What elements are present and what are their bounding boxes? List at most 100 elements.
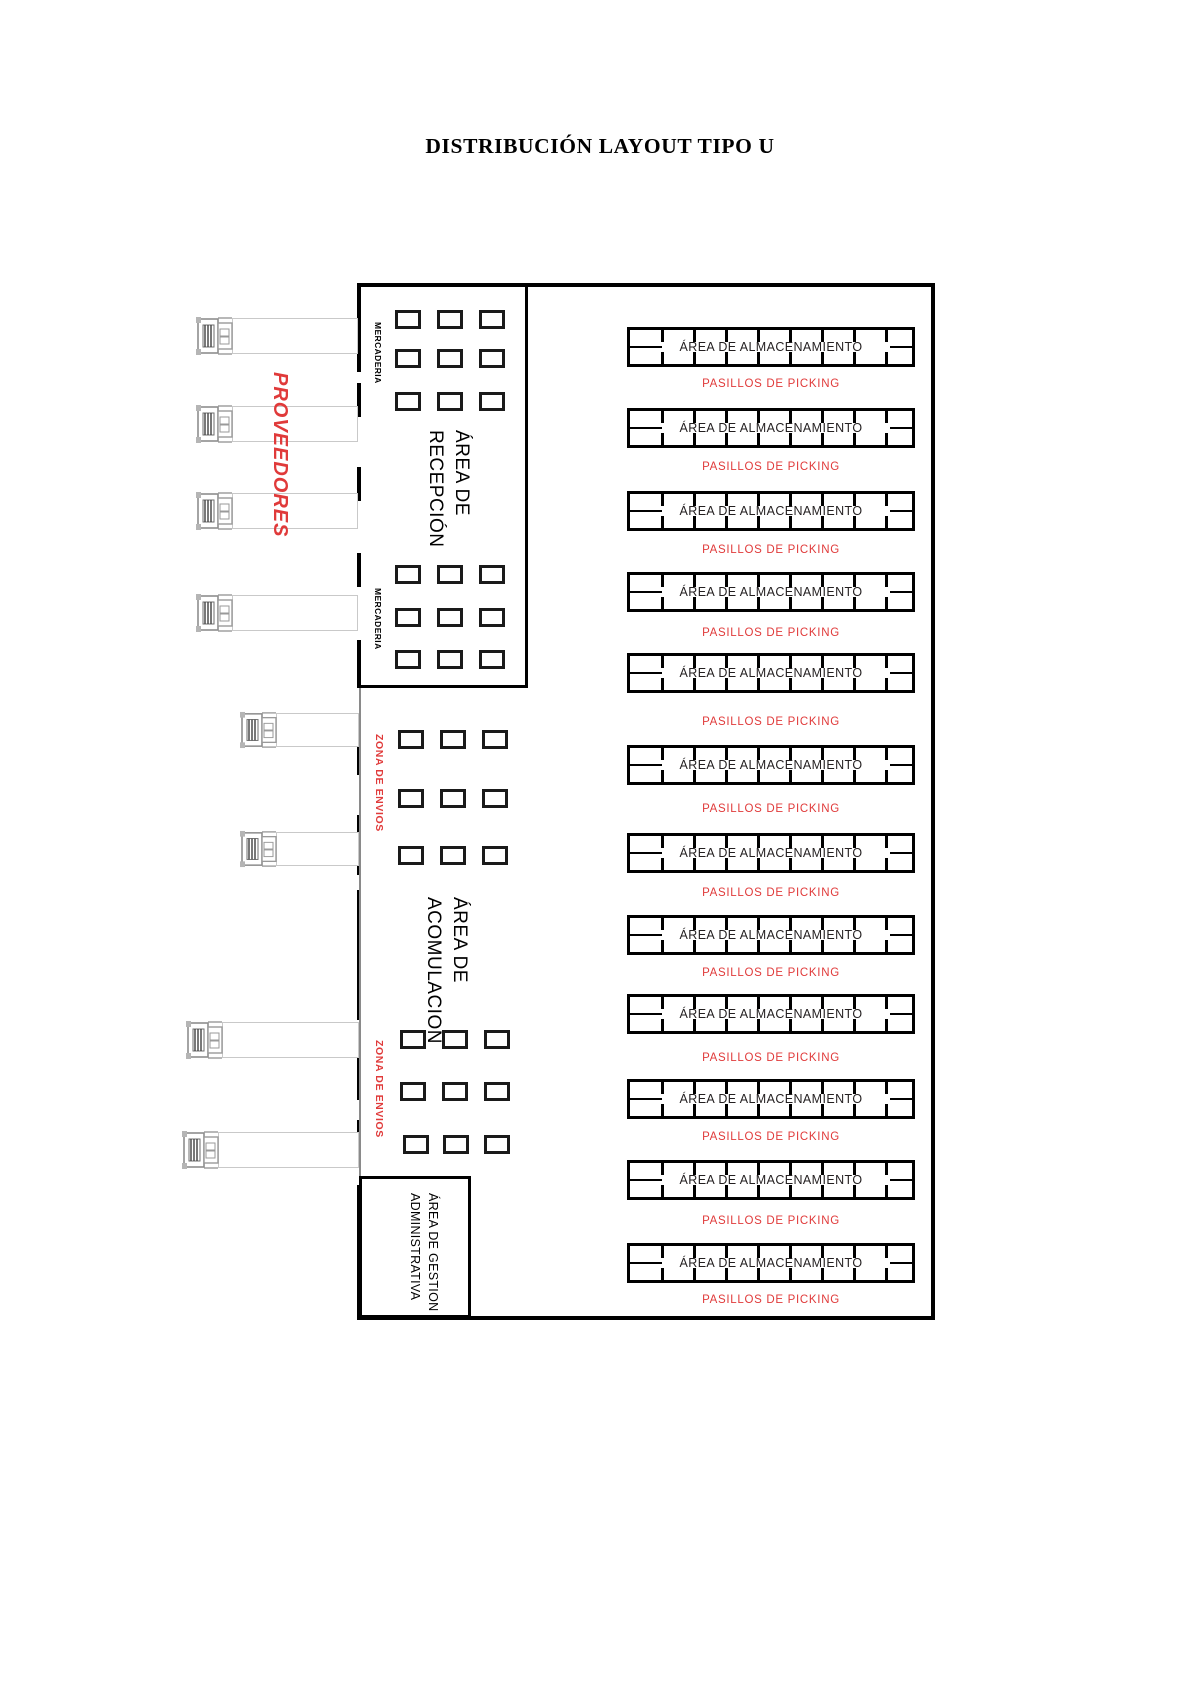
accumulation-area-label-line1: ÁREA DE: [449, 897, 470, 983]
storage-rack[interactable]: ÁREA DE ALMACENAMIENTO: [627, 833, 915, 873]
pallet-slot[interactable]: [395, 650, 421, 669]
building-wall-bottom: [357, 1316, 935, 1320]
truck-trailer: [232, 595, 358, 631]
storage-rack[interactable]: ÁREA DE ALMACENAMIENTO: [627, 915, 915, 955]
pallet-slot[interactable]: [482, 846, 508, 865]
pallet-slot[interactable]: [479, 565, 505, 584]
picking-aisle-label: PASILLOS DE PICKING: [702, 803, 840, 815]
truck-outbound-4[interactable]: [182, 1131, 359, 1169]
storage-rack[interactable]: ÁREA DE ALMACENAMIENTO: [627, 1243, 915, 1283]
truck-cab-icon: [240, 830, 277, 868]
admin-label-line2: ADMINISTRATIVA: [408, 1193, 422, 1301]
pallet-slot[interactable]: [395, 310, 421, 329]
truck-inbound-3[interactable]: [196, 492, 358, 530]
pallet-slot[interactable]: [437, 392, 463, 411]
storage-rack[interactable]: ÁREA DE ALMACENAMIENTO: [627, 653, 915, 693]
rack-stub-right: [890, 510, 912, 512]
pallet-slot[interactable]: [403, 1135, 429, 1154]
pallet-slot[interactable]: [484, 1030, 510, 1049]
storage-rack-label: ÁREA DE ALMACENAMIENTO: [679, 1173, 863, 1187]
truck-trailer: [276, 713, 359, 747]
pallet-slot[interactable]: [482, 730, 508, 749]
storage-rack[interactable]: ÁREA DE ALMACENAMIENTO: [627, 408, 915, 448]
pallet-slot[interactable]: [400, 1082, 426, 1101]
pallet-slot[interactable]: [479, 650, 505, 669]
pallet-slot[interactable]: [442, 1082, 468, 1101]
picking-aisle-label: PASILLOS DE PICKING: [702, 887, 840, 899]
storage-rack[interactable]: ÁREA DE ALMACENAMIENTO: [627, 572, 915, 612]
pallet-slot[interactable]: [479, 310, 505, 329]
pallet-slot[interactable]: [398, 730, 424, 749]
truck-cab-icon: [196, 594, 233, 632]
pallet-slot[interactable]: [479, 608, 505, 627]
picking-aisle-label: PASILLOS DE PICKING: [702, 544, 840, 556]
storage-rack[interactable]: ÁREA DE ALMACENAMIENTO: [627, 994, 915, 1034]
pallet-slot[interactable]: [437, 349, 463, 368]
pallet-slot[interactable]: [482, 789, 508, 808]
storage-rack[interactable]: ÁREA DE ALMACENAMIENTO: [627, 745, 915, 785]
storage-rack[interactable]: ÁREA DE ALMACENAMIENTO: [627, 1079, 915, 1119]
truck-trailer: [276, 832, 359, 866]
pallet-slot[interactable]: [398, 789, 424, 808]
pallet-slot[interactable]: [395, 349, 421, 368]
truck-cab-icon: [196, 317, 233, 355]
picking-aisle-label: PASILLOS DE PICKING: [702, 1215, 840, 1227]
building-wall-left-seg-2: [357, 383, 361, 417]
pallet-slot[interactable]: [440, 789, 466, 808]
truck-trailer: [232, 493, 358, 529]
pallet-slot[interactable]: [437, 608, 463, 627]
rack-stub-right: [890, 764, 912, 766]
truck-outbound-3[interactable]: [186, 1021, 359, 1059]
pallet-slot[interactable]: [484, 1135, 510, 1154]
pallet-slot[interactable]: [437, 565, 463, 584]
pallet-slot[interactable]: [395, 608, 421, 627]
pallet-slot[interactable]: [479, 392, 505, 411]
storage-rack-label: ÁREA DE ALMACENAMIENTO: [679, 1092, 863, 1106]
pallet-slot[interactable]: [479, 349, 505, 368]
rack-stub-right: [890, 934, 912, 936]
pallet-slot[interactable]: [437, 650, 463, 669]
picking-aisle-label: PASILLOS DE PICKING: [702, 1294, 840, 1306]
truck-inbound-4[interactable]: [196, 594, 358, 632]
rack-stub-left: [630, 346, 662, 348]
storage-rack-label: ÁREA DE ALMACENAMIENTO: [679, 1256, 863, 1270]
truck-inbound-1[interactable]: [196, 317, 358, 355]
storage-rack-label: ÁREA DE ALMACENAMIENTO: [679, 421, 863, 435]
truck-trailer: [218, 1132, 359, 1168]
pallet-slot[interactable]: [400, 1030, 426, 1049]
picking-aisle-label: PASILLOS DE PICKING: [702, 1052, 840, 1064]
truck-outbound-1[interactable]: [240, 711, 359, 749]
pallet-slot[interactable]: [395, 565, 421, 584]
rack-stub-left: [630, 852, 662, 854]
picking-aisle-label: PASILLOS DE PICKING: [702, 627, 840, 639]
storage-rack[interactable]: ÁREA DE ALMACENAMIENTO: [627, 1160, 915, 1200]
admin-label-line1: ÁREA DE GESTION: [426, 1193, 440, 1312]
pallet-slot[interactable]: [484, 1082, 510, 1101]
rack-stub-left: [630, 1262, 662, 1264]
storage-rack[interactable]: ÁREA DE ALMACENAMIENTO: [627, 491, 915, 531]
rack-stub-left: [630, 510, 662, 512]
storage-rack-label: ÁREA DE ALMACENAMIENTO: [679, 585, 863, 599]
rack-stub-right: [890, 1098, 912, 1100]
storage-rack-label: ÁREA DE ALMACENAMIENTO: [679, 666, 863, 680]
truck-inbound-2[interactable]: [196, 405, 358, 443]
administrative-office[interactable]: ÁREA DE GESTION ADMINISTRATIVA: [359, 1176, 471, 1318]
rack-stub-left: [630, 427, 662, 429]
pallet-slot[interactable]: [395, 392, 421, 411]
storage-rack[interactable]: ÁREA DE ALMACENAMIENTO: [627, 327, 915, 367]
picking-aisle-label: PASILLOS DE PICKING: [702, 967, 840, 979]
picking-aisle-label: PASILLOS DE PICKING: [702, 1131, 840, 1143]
storage-rack-label: ÁREA DE ALMACENAMIENTO: [679, 1007, 863, 1021]
picking-aisle-label: PASILLOS DE PICKING: [702, 461, 840, 473]
pallet-slot[interactable]: [440, 730, 466, 749]
truck-cab-icon: [186, 1021, 223, 1059]
truck-outbound-2[interactable]: [240, 830, 359, 868]
pallet-slot[interactable]: [443, 1135, 469, 1154]
rack-stub-right: [890, 427, 912, 429]
shipping-zone-label-top: ZONA DE ENVIOS: [373, 734, 385, 832]
truck-cab-icon: [196, 405, 233, 443]
pallet-slot[interactable]: [437, 310, 463, 329]
pallet-slot[interactable]: [440, 846, 466, 865]
pallet-slot[interactable]: [398, 846, 424, 865]
pallet-slot[interactable]: [442, 1030, 468, 1049]
